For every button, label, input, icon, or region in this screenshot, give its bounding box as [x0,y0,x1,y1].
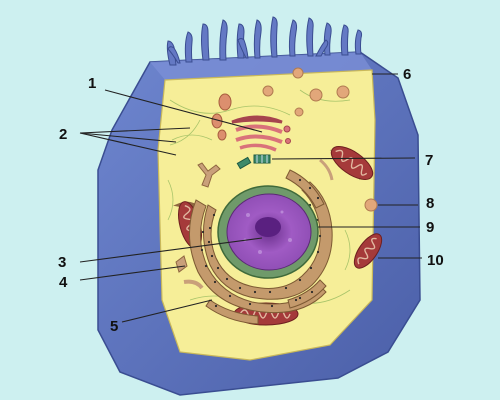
label-6: 6 [403,66,411,83]
centrioles [236,154,271,170]
number-labels: 1 2 3 4 5 6 7 8 9 10 [58,66,444,335]
leader-4 [79,265,186,281]
microvilli [166,16,363,66]
label-4: 4 [59,274,68,291]
rough-er [188,169,333,325]
label-8: 8 [426,195,434,212]
vesicles [262,67,378,212]
label-3: 3 [58,254,66,271]
leader-2a [79,127,191,134]
cell-wall-top-face [150,52,372,80]
leader-lines [79,73,422,323]
ribosomes [200,178,322,308]
label-7: 7 [425,152,433,169]
nucleolus [255,217,281,237]
leader-1 [104,89,263,133]
leader-5 [121,299,213,323]
lysosomes [211,93,232,141]
leader-3 [79,237,263,263]
leader-2b [79,132,177,143]
label-5: 5 [110,318,118,335]
label-1: 1 [88,75,96,92]
leader-7 [271,157,416,160]
leader-2c [79,132,177,156]
label-9: 9 [426,219,434,236]
label-2: 2 [59,126,67,143]
chromatin [243,210,292,254]
label-10: 10 [427,252,444,269]
golgi-apparatus [231,115,291,152]
